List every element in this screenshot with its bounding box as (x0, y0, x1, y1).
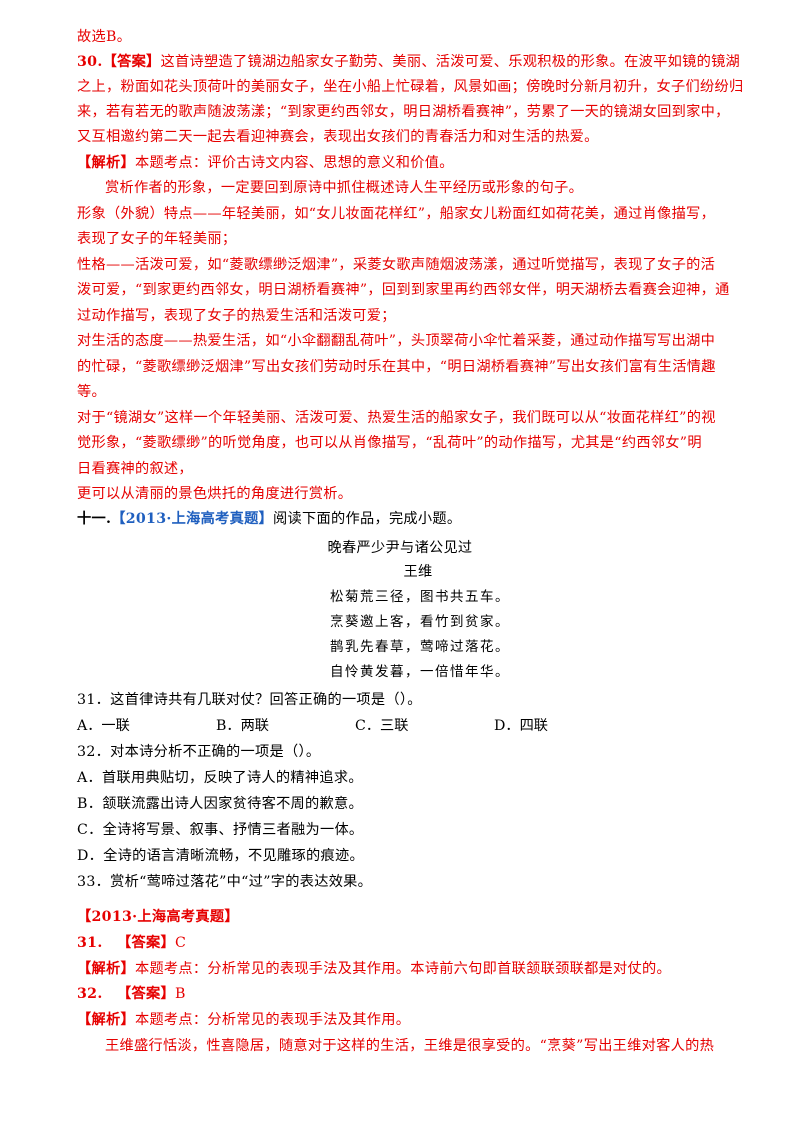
text-line: 更可以从清丽的景色烘托的角度进行赏析。 (77, 486, 353, 502)
section-number: 十一. (77, 511, 112, 527)
option-b: B．两联 (216, 718, 269, 734)
question-number: 30. (77, 54, 103, 70)
q30-answer-line: 30.【答案】这首诗塑造了镜湖边船家女子勤劳、美丽、活泼可爱、乐观积极的形象。在… (77, 52, 740, 72)
answer-number: 32. (77, 986, 103, 1002)
option-d: D．四联 (494, 718, 548, 734)
answer-number: 31. (77, 935, 103, 951)
a31-analysis-line: 【解析】本题考点：分析常见的表现手法及其作用。本诗前六句即首联颔联颈联都是对仗的… (77, 959, 671, 979)
text-line: 之上，粉面如花头顶荷叶的美丽女子，坐在小船上忙碌着，风景如画；傍晚时分新月初升，… (77, 79, 744, 95)
poem-title: 晚春严少尹与诸公见过 (327, 540, 473, 556)
a31-answer-line: 31. 【答案】C (77, 933, 186, 953)
poem-line: 烹葵邀上客，看竹到贫家。 (330, 614, 510, 630)
option-b: B．颔联流露出诗人因家贫待客不周的歉意。 (77, 796, 363, 812)
text-line: 等。 (77, 384, 106, 400)
analysis-text: 本题考点：评价古诗文内容、思想的意义和价值。 (134, 155, 454, 171)
text-line: 形象（外貌）特点——年轻美丽，如“女儿妆面花样红”，船家女儿粉面红如荷花美，通过… (77, 206, 716, 222)
section-header: 十一.【2013·上海高考真题】阅读下面的作品，完成小题。 (77, 509, 461, 529)
text-line: 又互相邀约第二天一起去看迎神赛会，表现出女孩们的青春活力和对生活的热爱。 (77, 129, 599, 145)
analysis-tag: 【解析】 (77, 155, 135, 171)
poem-line: 松菊荒三径，图书共五车。 (330, 589, 510, 605)
analysis-text: 本题考点：分析常见的表现手法及其作用。 (134, 1012, 411, 1028)
a32-analysis-line: 【解析】本题考点：分析常见的表现手法及其作用。 (77, 1010, 410, 1030)
section-instruction: 阅读下面的作品，完成小题。 (273, 511, 462, 527)
analysis-text: 本题考点：分析常见的表现手法及其作用。本诗前六句即首联颔联颈联都是对仗的。 (134, 961, 671, 977)
text-line: 泼可爱，“到家更约西邻女，明日湖桥看赛神”，回到到家里再约西邻女伴，明天湖桥去看… (77, 282, 730, 298)
option-d: D．全诗的语言清晰流畅，不见雕琢的痕迹。 (77, 848, 364, 864)
answer-text: 这首诗塑造了镜湖边船家女子勤劳、美丽、活泼可爱、乐观积极的形象。在波平如镜的镜湖 (160, 54, 741, 70)
a32-answer-line: 32. 【答案】B (77, 984, 186, 1004)
poem-line: 自怜黄发暮，一倍惜年华。 (330, 664, 510, 680)
question-31: 31．这首律诗共有几联对仗？回答正确的一项是（）。 (77, 692, 422, 708)
text-line: 的忙碌，“菱歌缥缈泛烟津”写出女孩们劳动时乐在其中，“明日湖桥看赛神”写出女孩们… (77, 359, 716, 375)
answer-tag: 【答案】 (117, 986, 175, 1002)
option-a: A．一联 (77, 718, 130, 734)
answer-tag: 【答案】 (117, 935, 175, 951)
text-line: 来，若有若无的歌声随波荡漾；“到家更约西邻女，明日湖桥看赛神”，劳累了一天的镜湖… (77, 104, 730, 120)
source-tag: 【2013·上海高考真题】 (111, 511, 274, 527)
question-32: 32．对本诗分析不正确的一项是（）。 (77, 744, 321, 760)
option-c: C．三联 (355, 718, 409, 734)
text-line: 对于“镜湖女”这样一个年轻美丽、活泼可爱、热爱生活的船家女子，我们既可以从“妆面… (77, 410, 716, 426)
answers-header: 【2013·上海高考真题】 (77, 909, 239, 925)
option-c: C．全诗将写景、叙事、抒情三者融为一体。 (77, 822, 364, 838)
text-line: 表现了女子的年轻美丽； (77, 231, 237, 247)
text-line: 性格——活泼可爱，如“菱歌缥缈泛烟津”，采菱女歌声随烟波荡漾，通过听觉描写，表现… (77, 257, 716, 273)
answer-value: C (174, 935, 187, 951)
text-line: 故选B。 (77, 29, 132, 45)
option-a: A．首联用典贴切，反映了诗人的精神追求。 (77, 770, 363, 786)
poem-line: 鹊乳先春草，莺啼过落花。 (330, 639, 510, 655)
text-line: 王维盛行恬淡，性喜隐居，随意对于这样的生活，王维是很享受的。“烹葵”写出王维对客… (105, 1038, 715, 1054)
answer-value: B (174, 986, 186, 1002)
text-line: 日看赛神的叙述， (77, 461, 193, 477)
answer-tag: 【答案】 (102, 54, 161, 70)
question-33: 33．赏析“莺啼过落花”中“过”字的表达效果。 (77, 874, 373, 890)
poem-author: 王维 (403, 564, 433, 580)
text-line: 过动作描写，表现了女子的热爱生活和活泼可爱； (77, 308, 396, 324)
analysis-line: 【解析】本题考点：评价古诗文内容、思想的意义和价值。 (77, 153, 454, 173)
analysis-tag: 【解析】 (77, 961, 135, 977)
text-line: 赏析作者的形象，一定要回到原诗中抓住概述诗人生平经历或形象的句子。 (105, 180, 584, 196)
text-line: 觉形象，“菱歌缥缈”的听觉角度，也可以从肖像描写，“乱荷叶”的动作描写，尤其是“… (77, 435, 702, 451)
analysis-tag: 【解析】 (77, 1012, 135, 1028)
text-line: 对生活的态度——热爱生活，如“小伞翻翻乱荷叶”，头顶翠荷小伞忙着采菱，通过动作描… (77, 333, 716, 349)
